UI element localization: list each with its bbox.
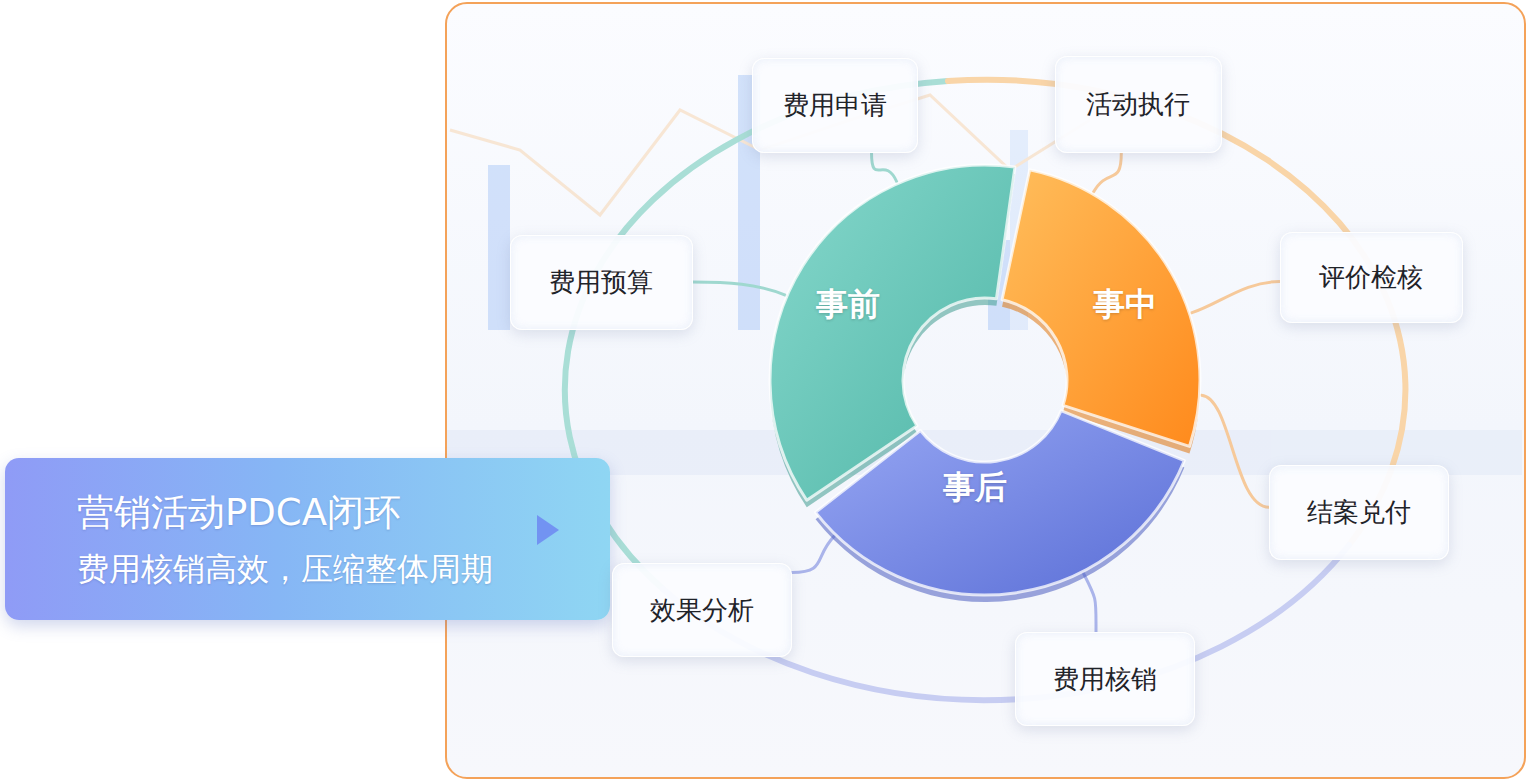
- process-box: 费用申请: [752, 58, 918, 153]
- play-icon: [533, 512, 563, 548]
- cycle-segment: 事后: [770, 165, 1200, 595]
- connector-line: [1191, 282, 1279, 313]
- headline-callout: 营销活动PDCA闭环费用核销高效，压缩整体周期: [5, 458, 610, 620]
- node-label: 费用预算: [549, 265, 653, 300]
- connector-line: [792, 536, 834, 572]
- connector-line: [1201, 395, 1269, 507]
- process-box: 结案兑付: [1269, 465, 1449, 560]
- connector-line: [872, 153, 897, 182]
- node-label: 事后: [943, 466, 1007, 510]
- segment-shape: [770, 165, 1200, 595]
- segment-face: [816, 411, 1185, 595]
- node-label: 活动执行: [1086, 87, 1190, 122]
- node-label: 营销活动PDCA闭环: [77, 488, 401, 538]
- connector-line: [1094, 153, 1122, 193]
- node-label: 评价检核: [1319, 260, 1423, 295]
- process-box: 费用预算: [510, 235, 693, 330]
- node-label: 结案兑付: [1307, 495, 1411, 530]
- node-label: 事前: [816, 283, 880, 327]
- node-label: 事中: [1093, 283, 1157, 327]
- connector-line: [1084, 573, 1097, 632]
- process-box: 评价检核: [1280, 232, 1463, 323]
- connector-line: [693, 282, 786, 295]
- segment-face: [770, 165, 1015, 500]
- process-box: 费用核销: [1015, 632, 1195, 726]
- node-label: 费用核销: [1053, 662, 1157, 697]
- process-box: 效果分析: [612, 563, 792, 657]
- segment-face: [1002, 170, 1200, 447]
- node-label: 费用申请: [783, 88, 887, 123]
- node-label: 效果分析: [650, 593, 754, 628]
- node-label: 费用核销高效，压缩整体周期: [77, 548, 493, 592]
- panel-frame: [445, 2, 1526, 779]
- process-box: 活动执行: [1055, 56, 1222, 153]
